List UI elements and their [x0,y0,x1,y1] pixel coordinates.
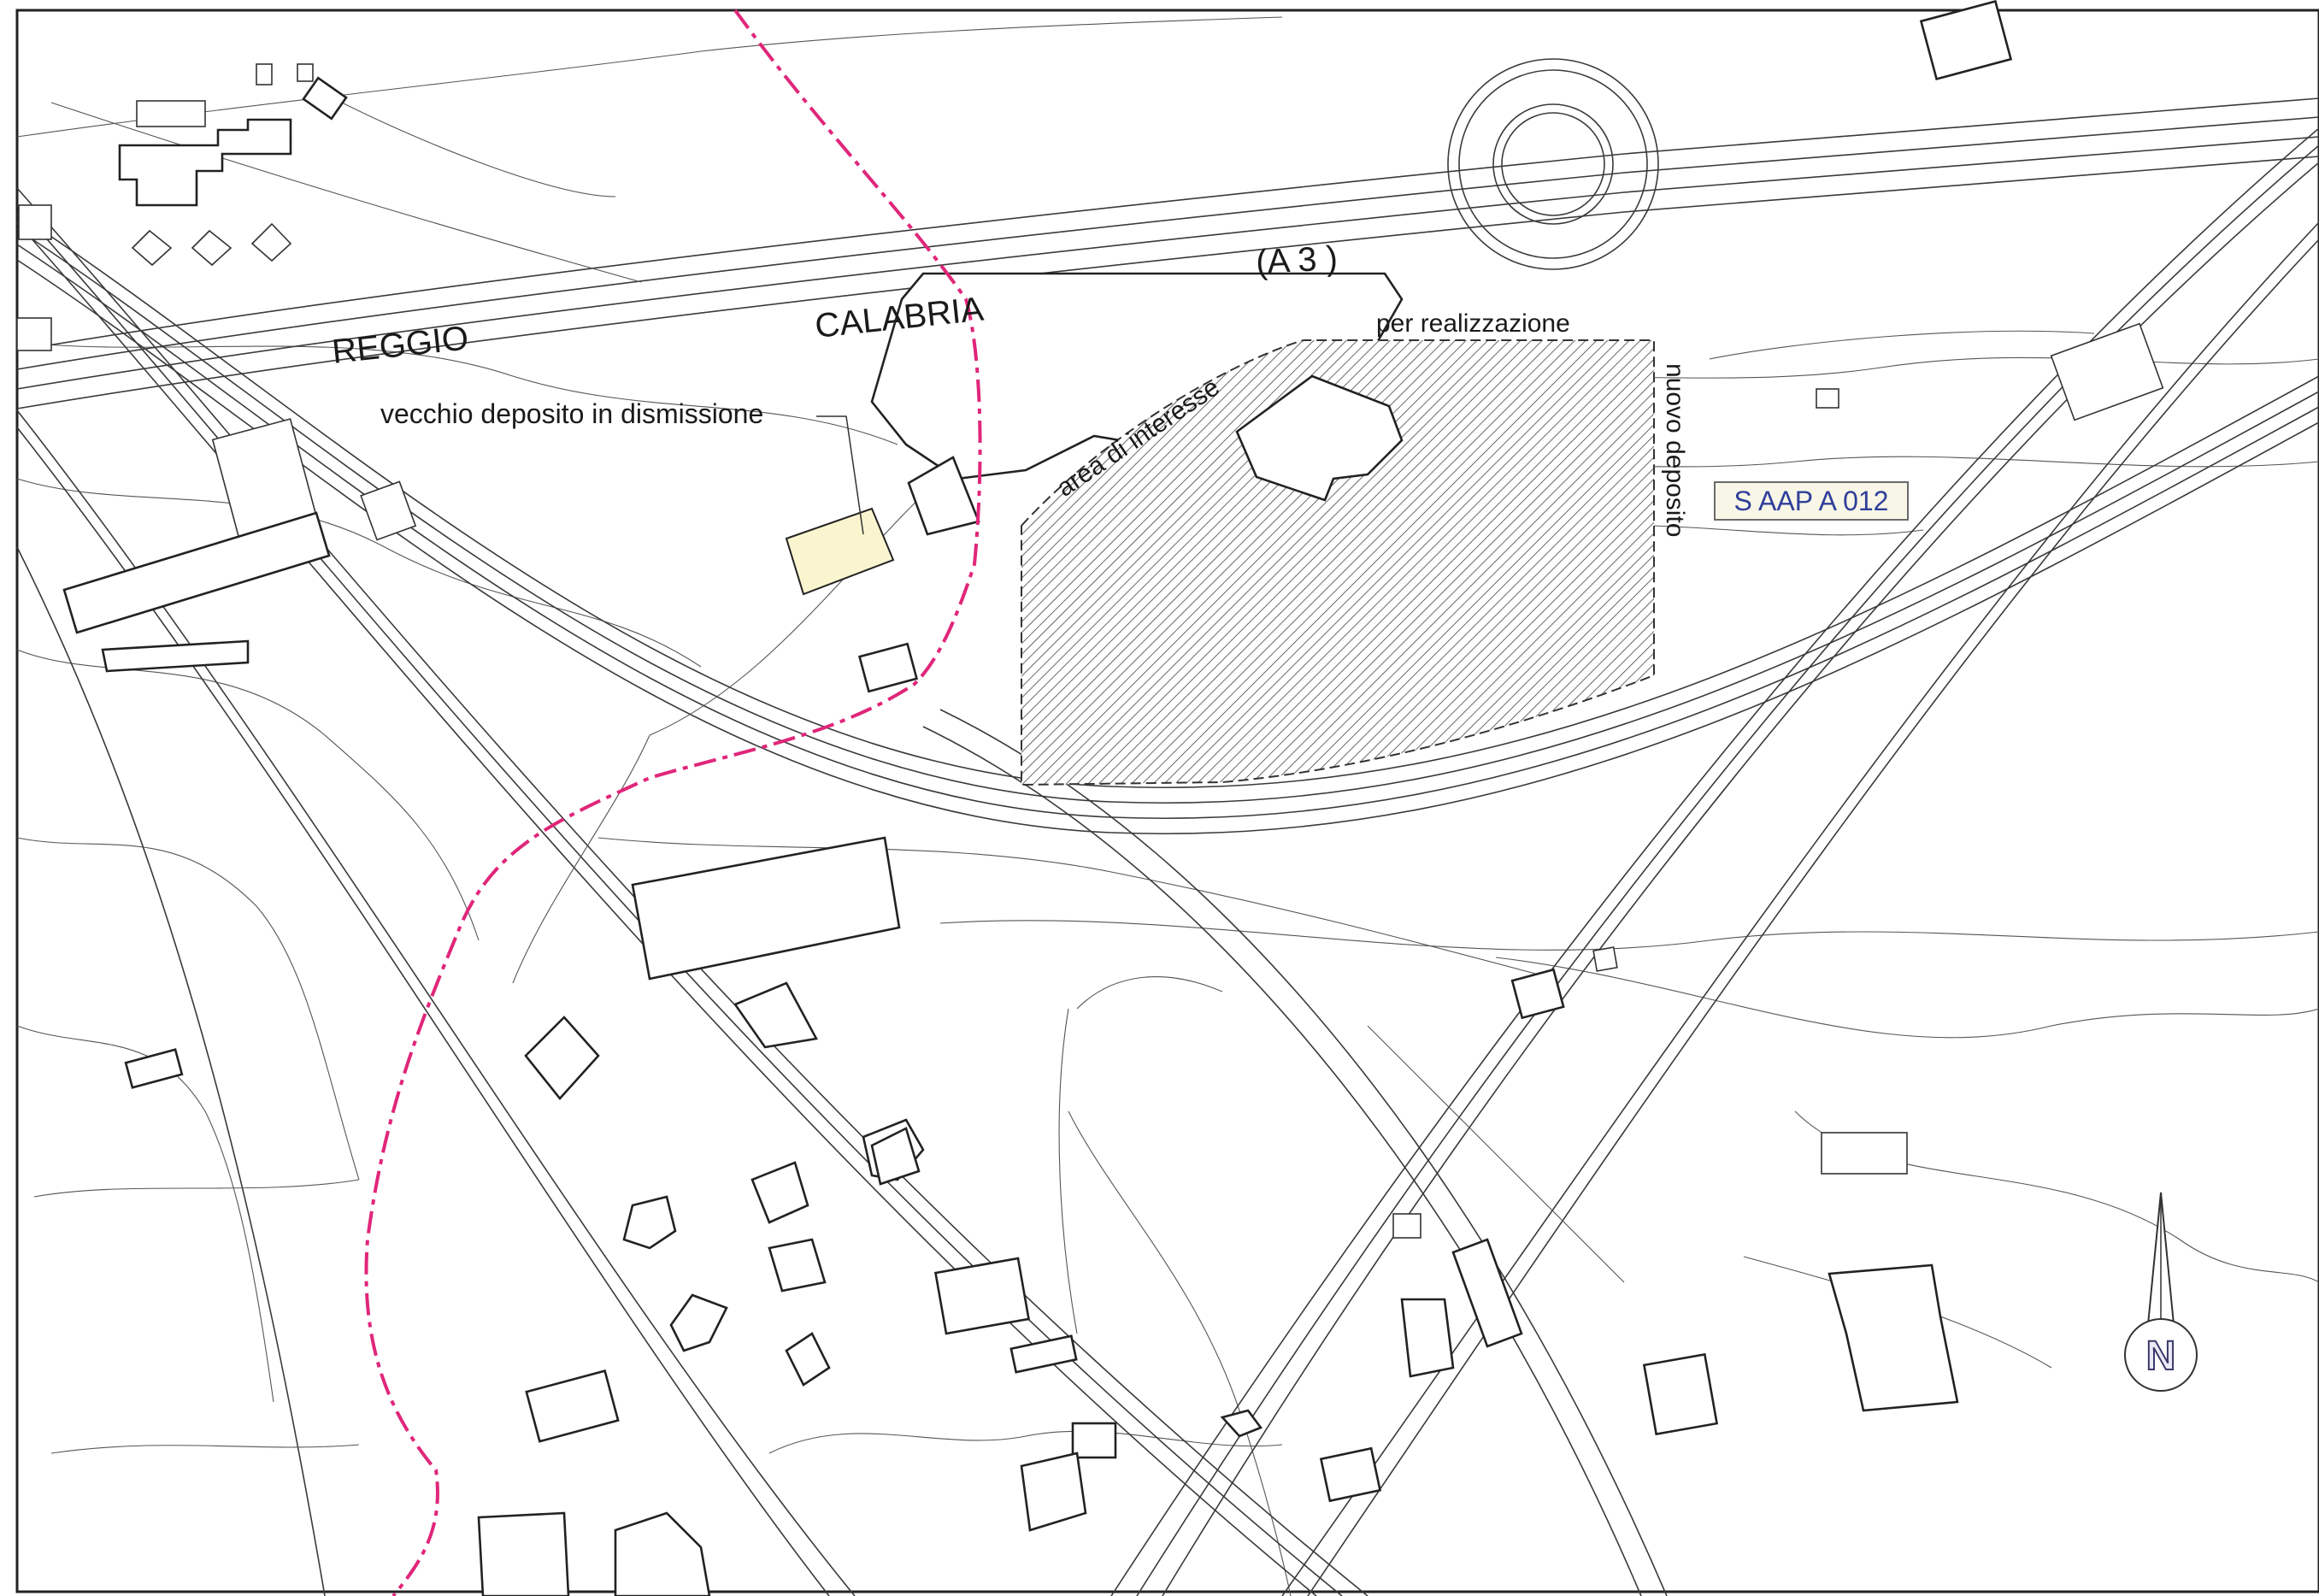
road-label-reggio: REGGIO [330,319,470,370]
leader-old-depot [816,415,864,535]
old-depot-area [785,507,895,596]
road-label-highway-code: (A 3 ) [1255,239,1339,281]
north-arrow-icon: N [2124,1192,2198,1392]
roundabout [1447,58,1659,270]
contour-lines [16,16,2319,1596]
code-label: S AAP A 012 [1714,481,1909,521]
label-old-depot: vecchio deposito in dismissione [380,398,763,429]
label-new-depot: nuovo deposito [1661,363,1689,538]
local-roads [33,102,2095,1454]
map-frame [15,9,2319,1593]
label-for-construction: per realizzazione [1376,309,1570,338]
buildings [16,0,2164,1596]
north-arrow-label: N [2146,1334,2176,1379]
boundary-line [364,9,982,1596]
building-in-depot [1235,374,1404,502]
new-depot-area [1021,339,1655,786]
